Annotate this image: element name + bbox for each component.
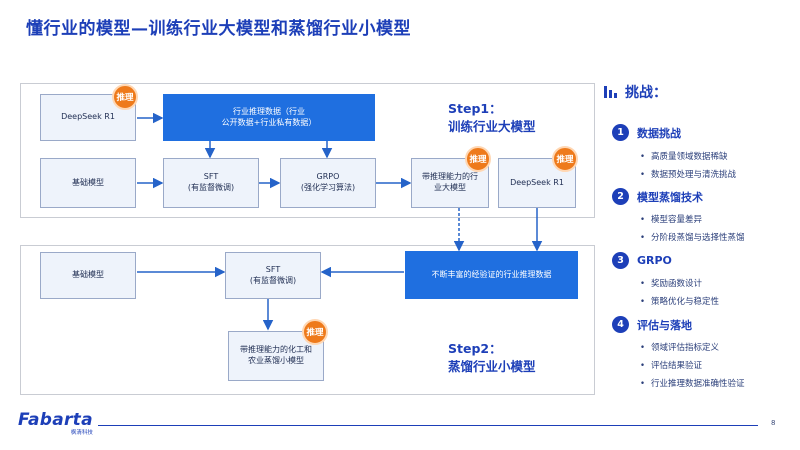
challenge-title-3: GRPO xyxy=(637,254,672,267)
challenge-section-1: 1 数据挑战 xyxy=(612,124,681,141)
challenges-heading: 挑战： xyxy=(604,82,667,102)
challenge-item: 高质量领域数据稀缺 xyxy=(640,150,728,162)
base-model-box-2: 基础模型 xyxy=(40,252,136,299)
inference-badge-1: 推理 xyxy=(112,84,138,110)
challenge-section-3: 3 GRPO xyxy=(612,252,672,269)
page-title: 懂行业的模型—训练行业大模型和蒸馏行业小模型 xyxy=(26,19,411,39)
bar-icon xyxy=(604,86,617,98)
validated-data-box: 不断丰富的经验证的行业推理数据 xyxy=(405,251,578,299)
step1-desc: 训练行业大模型 xyxy=(448,118,536,134)
challenge-item: 领域评估指标定义 xyxy=(640,341,719,353)
inference-badge-4: 推理 xyxy=(302,319,328,345)
company-logo: Fabarta 枫清科技 xyxy=(18,410,93,436)
sft-box-2: SFT (有监督微调) xyxy=(225,252,321,299)
sft-box-1: SFT (有监督微调) xyxy=(163,158,259,208)
footer-divider xyxy=(98,425,758,426)
challenge-title-4: 评估与落地 xyxy=(637,318,692,332)
challenge-section-2: 2 模型蒸馏技术 xyxy=(612,188,703,205)
step1-label: Step1： 训练行业大模型 xyxy=(448,100,536,135)
reasoning-small-model-box: 带推理能力的化工和 农业蒸馏小模型 xyxy=(228,331,324,381)
step1-title: Step1： xyxy=(448,101,502,116)
grpo-box: GRPO (强化学习算法) xyxy=(280,158,376,208)
challenges-heading-text: 挑战： xyxy=(625,85,667,101)
challenge-item: 模型容量差异 xyxy=(640,213,702,225)
step2-label: Step2： 蒸馏行业小模型 xyxy=(448,340,536,375)
number-badge-1: 1 xyxy=(612,124,629,141)
challenge-item: 分阶段蒸馏与选择性蒸馏 xyxy=(640,231,745,243)
inference-badge-2: 推理 xyxy=(465,146,491,172)
logo-subtext: 枫清科技 xyxy=(70,430,93,436)
challenge-section-4: 4 评估与落地 xyxy=(612,316,692,333)
industry-data-box: 行业推理数据（行业 公开数据+行业私有数据） xyxy=(163,94,375,141)
number-badge-2: 2 xyxy=(612,188,629,205)
challenge-title-1: 数据挑战 xyxy=(637,126,681,140)
number-badge-4: 4 xyxy=(612,316,629,333)
challenge-item: 评估结果验证 xyxy=(640,359,702,371)
challenge-item: 奖励函数设计 xyxy=(640,277,702,289)
challenge-item: 数据预处理与清洗挑战 xyxy=(640,168,736,180)
page-number: 8 xyxy=(771,419,776,427)
inference-badge-3: 推理 xyxy=(552,146,578,172)
step2-desc: 蒸馏行业小模型 xyxy=(448,358,536,374)
base-model-box-1: 基础模型 xyxy=(40,158,136,208)
number-badge-3: 3 xyxy=(612,252,629,269)
step2-title: Step2： xyxy=(448,341,502,356)
challenge-item: 策略优化与稳定性 xyxy=(640,295,719,307)
challenge-item: 行业推理数据准确性验证 xyxy=(640,377,745,389)
logo-text: Fabarta xyxy=(18,410,93,430)
challenge-title-2: 模型蒸馏技术 xyxy=(637,190,703,204)
